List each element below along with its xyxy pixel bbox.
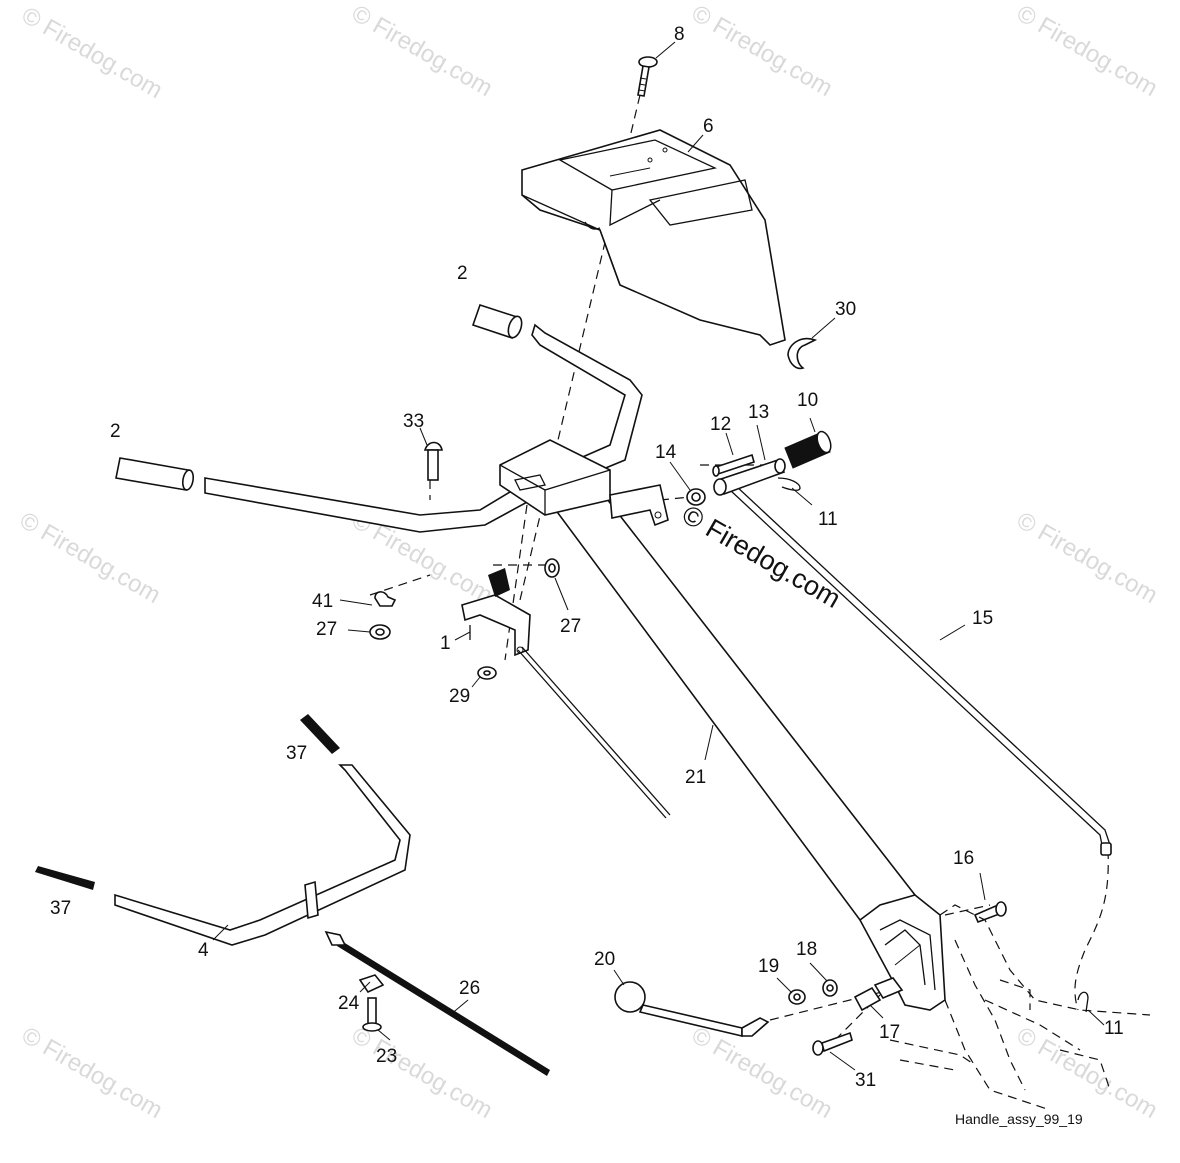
bolt-part-23 — [362, 997, 382, 1032]
bail-part-4 — [114, 764, 411, 946]
callout-2-upper: 2 — [457, 263, 468, 284]
watermark-top-right-a: © Firedog.com — [687, 0, 837, 102]
callout-20: 20 — [594, 949, 615, 970]
shoulder-bolt-part-12 — [712, 453, 755, 477]
watermark-top-mid: © Firedog.com — [347, 0, 497, 102]
callout-23: 23 — [376, 1046, 397, 1067]
watermark-bottom-mid: © Firedog.com — [347, 1022, 497, 1124]
bolt-part-16 — [973, 901, 1007, 924]
callout-2-left: 2 — [110, 421, 121, 442]
grip-part-2-upper — [471, 303, 523, 340]
callout-24: 24 — [338, 993, 360, 1014]
callout-14: 14 — [655, 442, 677, 463]
cable-part-26 — [324, 930, 550, 1076]
callout-26: 26 — [459, 978, 480, 999]
watermark-bottom-left: © Firedog.com — [17, 1022, 167, 1124]
callout-30: 30 — [835, 299, 856, 320]
lever-part-20 — [614, 981, 770, 1038]
clip-part-41 — [374, 591, 397, 607]
nut-part-29 — [477, 666, 497, 680]
callout-4: 4 — [198, 940, 209, 961]
leader-lines — [212, 41, 1105, 1071]
handle-panel-part-6 — [521, 129, 786, 346]
spring-part-37-left — [35, 866, 95, 890]
clip-part-24 — [358, 974, 385, 994]
watermark-mid-right: © Firedog.com — [1012, 507, 1162, 609]
callout-27-right: 27 — [560, 616, 581, 637]
insert-part-17 — [853, 977, 904, 1012]
callout-1: 1 — [440, 633, 451, 654]
control-rod-part-15 — [729, 484, 1112, 856]
callout-16: 16 — [953, 848, 974, 869]
diagram-caption: Handle_assy_99_19 — [955, 1111, 1083, 1127]
callout-33: 33 — [403, 411, 424, 432]
callout-37-upper: 37 — [286, 743, 307, 764]
callout-numbers: 8 6 2 30 2 33 12 13 10 14 11 41 27 27 1 … — [50, 24, 1124, 1091]
callout-11-upper: 11 — [818, 509, 838, 530]
main-tube-part-21 — [499, 439, 946, 1011]
clip-part-30 — [787, 337, 818, 370]
callout-29: 29 — [449, 686, 470, 707]
callout-8: 8 — [674, 24, 685, 45]
watermark-mid-left: © Firedog.com — [15, 507, 165, 609]
callout-27-left: 27 — [316, 619, 337, 640]
nut-part-27-left — [369, 624, 391, 640]
callout-13: 13 — [748, 402, 769, 423]
spring-part-37-upper — [300, 714, 340, 754]
watermark-top-left: © Firedog.com — [17, 2, 167, 104]
watermark-top-right-b: © Firedog.com — [1012, 0, 1162, 102]
callout-10: 10 — [797, 390, 818, 411]
hairpin-part-11-lower — [1077, 991, 1089, 1013]
nut-part-27-right — [544, 558, 560, 578]
callout-31: 31 — [855, 1070, 876, 1091]
watermark-bottom-far-right: © Firedog.com — [1012, 1022, 1162, 1124]
bolt-part-33 — [423, 441, 443, 481]
watermark-bottom-right: © Firedog.com — [687, 1022, 837, 1124]
bracket-part-1 — [461, 568, 531, 657]
callout-37-left: 37 — [50, 898, 71, 919]
grip-part-2-left — [115, 457, 195, 491]
knob-part-10 — [784, 430, 832, 469]
callout-18: 18 — [796, 939, 817, 960]
lever-part-13 — [713, 458, 786, 496]
spacer-part-14 — [686, 488, 706, 506]
callout-6: 6 — [703, 116, 714, 137]
callout-41: 41 — [312, 591, 333, 612]
bolt-part-31 — [812, 1031, 853, 1056]
callout-17: 17 — [879, 1022, 900, 1043]
washer-part-19 — [788, 989, 806, 1005]
nut-part-18 — [822, 979, 838, 997]
callout-12: 12 — [710, 414, 731, 435]
callout-21: 21 — [685, 767, 706, 788]
tiller-frame-outline — [889, 904, 1151, 1111]
callout-15: 15 — [972, 608, 993, 629]
hairpin-part-11-upper — [777, 477, 801, 491]
screw-part-8 — [637, 56, 658, 97]
callout-11-lower: 11 — [1104, 1018, 1124, 1039]
linkage-rod — [517, 646, 671, 819]
callout-19: 19 — [758, 956, 779, 977]
